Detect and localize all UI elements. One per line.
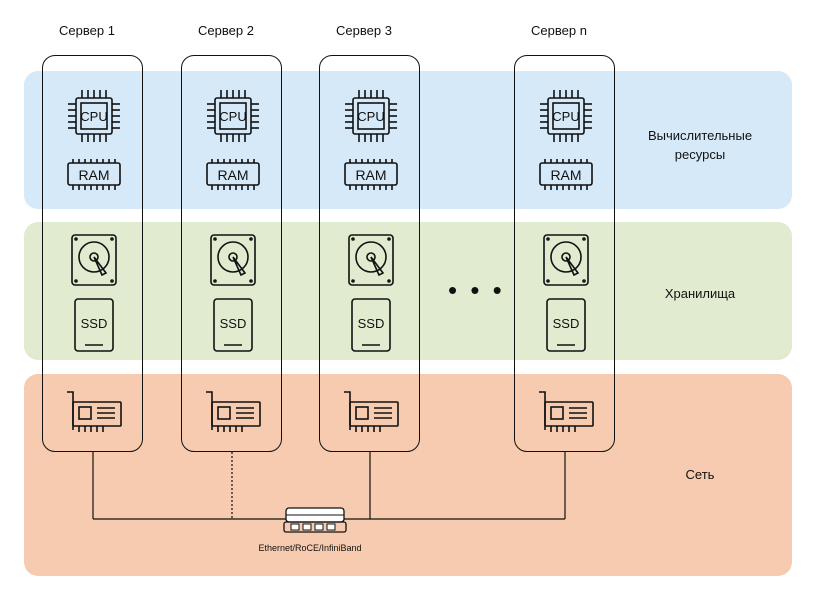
compute-band-label: Вычислительные ресурсы bbox=[647, 128, 753, 162]
server-1-box bbox=[42, 55, 143, 452]
storage-band bbox=[24, 222, 792, 360]
cpu-label: CPU bbox=[219, 109, 246, 124]
compute-band bbox=[24, 71, 792, 209]
cpu-label: CPU bbox=[357, 109, 384, 124]
ram-icon: RAM bbox=[65, 158, 123, 192]
ram-icon: RAM bbox=[537, 158, 595, 192]
ssd-label: SSD bbox=[220, 316, 247, 331]
ram-icon: RAM bbox=[204, 158, 262, 192]
server-2-box bbox=[181, 55, 282, 452]
ssd-icon: SSD bbox=[545, 297, 587, 353]
network-switch-icon bbox=[283, 505, 347, 535]
server-2-title: Сервер 2 bbox=[198, 23, 254, 38]
ram-label: RAM bbox=[217, 167, 248, 183]
cpu-icon: CPU bbox=[343, 88, 399, 144]
ram-label: RAM bbox=[550, 167, 581, 183]
cpu-icon: CPU bbox=[538, 88, 594, 144]
server-1-title: Сервер 1 bbox=[59, 23, 115, 38]
cpu-label: CPU bbox=[80, 109, 107, 124]
cpu-icon: CPU bbox=[205, 88, 261, 144]
ssd-label: SSD bbox=[358, 316, 385, 331]
hdd-icon bbox=[542, 233, 590, 287]
nic-icon bbox=[537, 390, 595, 436]
storage-band-label: Хранилища bbox=[664, 286, 736, 301]
more-servers-ellipsis: • • • bbox=[448, 275, 505, 305]
ram-label: RAM bbox=[355, 167, 386, 183]
hdd-icon bbox=[70, 233, 118, 287]
fabric-label: Ethernet/RoCE/InfiniBand bbox=[258, 543, 362, 553]
nic-icon bbox=[65, 390, 123, 436]
nic-icon bbox=[342, 390, 400, 436]
cpu-icon: CPU bbox=[66, 88, 122, 144]
ssd-icon: SSD bbox=[73, 297, 115, 353]
ssd-icon: SSD bbox=[212, 297, 254, 353]
network-band bbox=[24, 374, 792, 576]
network-band-label: Сеть bbox=[685, 467, 715, 482]
nic-icon bbox=[204, 390, 262, 436]
server-n-box bbox=[514, 55, 615, 452]
server-n-title: Сервер n bbox=[531, 23, 587, 38]
hdd-icon bbox=[209, 233, 257, 287]
server-3-box bbox=[319, 55, 420, 452]
hdd-icon bbox=[347, 233, 395, 287]
cpu-label: CPU bbox=[552, 109, 579, 124]
server-3-title: Сервер 3 bbox=[336, 23, 392, 38]
ram-icon: RAM bbox=[342, 158, 400, 192]
ram-label: RAM bbox=[78, 167, 109, 183]
ssd-icon: SSD bbox=[350, 297, 392, 353]
ssd-label: SSD bbox=[553, 316, 580, 331]
ssd-label: SSD bbox=[81, 316, 108, 331]
